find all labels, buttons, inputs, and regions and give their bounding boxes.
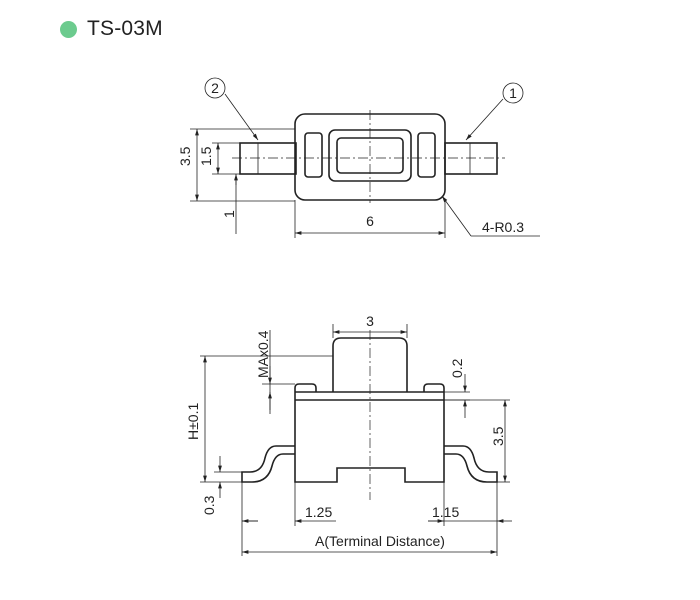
actuator-side: [332, 337, 408, 392]
switch-body-side: [294, 400, 445, 483]
corner-radius-note: 4-R0.3: [482, 219, 524, 235]
dim-terminal-thickness: 0.3: [201, 495, 217, 515]
dim-height-inner: 1.5: [198, 146, 214, 166]
callout-1: 1: [509, 85, 517, 101]
side-view: 3 MAx0.4 0.2 H±0.1 3.5 0.3: [185, 313, 512, 556]
page-title: TS-03M: [87, 17, 163, 40]
dim-step: 0.2: [449, 358, 465, 378]
dim-button-travel: MAx0.4: [255, 330, 271, 378]
right-terminal: [444, 142, 498, 175]
dim-terminal-distance: A(Terminal Distance): [315, 533, 445, 549]
dim-width: 6: [366, 213, 374, 229]
dim-button-width: 3: [366, 313, 374, 329]
callout-2-circle: [204, 77, 226, 99]
dim-offset: 1: [221, 210, 237, 218]
right-terminal-side: [444, 445, 498, 483]
dim-height-outer: 3.5: [177, 146, 193, 166]
left-terminal-side: [241, 445, 295, 483]
dim-body-height: 3.5: [490, 426, 506, 446]
callout-1-circle: [502, 82, 524, 104]
dim-total-height: H±0.1: [185, 403, 201, 440]
callout-2: 2: [211, 80, 219, 96]
dim-right-terminal: 1.15: [432, 504, 459, 520]
left-terminal: [239, 142, 297, 175]
title-row: TS-03M: [60, 14, 163, 44]
dim-left-terminal: 1.25: [305, 504, 332, 520]
status-dot-icon: [60, 20, 77, 38]
top-view: 3.5 1.5 1 6 4-R0.3 2 1: [177, 77, 540, 238]
